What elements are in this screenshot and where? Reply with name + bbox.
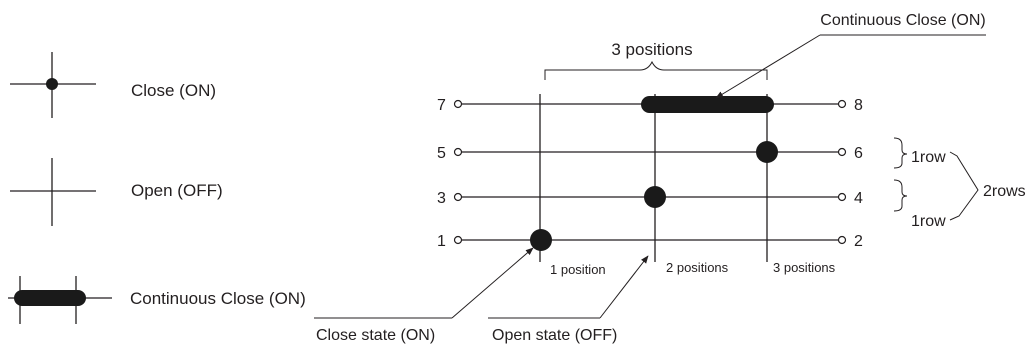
row-braces: 1row 1row 2rows	[893, 137, 1026, 230]
row-label-lower: 1row	[911, 213, 946, 230]
close-symbol-icon	[46, 78, 58, 90]
close-contact-dot	[530, 229, 552, 251]
open-state-annotation: Open state (OFF)	[488, 255, 649, 344]
terminal-circle	[453, 99, 463, 109]
terminal-label-6: 6	[854, 145, 863, 162]
terminal-circle	[837, 147, 847, 157]
legend-open: Open (OFF)	[10, 158, 223, 226]
positions-brace: 3 positions	[544, 40, 768, 80]
continuous-annotation: Continuous Close (ON)	[715, 12, 986, 99]
positions-title: 3 positions	[611, 40, 692, 59]
continuous-close-symbol-icon	[14, 290, 86, 306]
legend-open-label: Open (OFF)	[131, 181, 223, 200]
continuous-annotation-label: Continuous Close (ON)	[820, 12, 985, 29]
continuous-close-bar	[641, 96, 774, 113]
close-state-annotation: Close state (ON)	[314, 247, 534, 344]
close-contact-dot	[644, 186, 666, 208]
terminal-circle	[837, 235, 847, 245]
terminal-label-4: 4	[854, 190, 863, 207]
position-label-2: 2 positions	[666, 260, 729, 275]
position-lines	[539, 94, 768, 262]
terminal-label-3: 3	[437, 190, 446, 207]
open-state-label: Open state (OFF)	[492, 327, 617, 344]
right-terminals: 8 6 4 2	[837, 97, 863, 250]
rows-total-label: 2rows	[983, 183, 1026, 200]
close-state-label: Close state (ON)	[316, 327, 435, 344]
terminal-circle	[453, 235, 463, 245]
legend-close: Close (ON)	[10, 52, 216, 118]
terminal-circle	[837, 192, 847, 202]
legend-close-label: Close (ON)	[131, 81, 216, 100]
close-contact-dot	[756, 141, 778, 163]
row-label-upper: 1row	[911, 149, 946, 166]
terminal-label-2: 2	[854, 233, 863, 250]
terminal-circle	[453, 147, 463, 157]
terminal-circle	[453, 192, 463, 202]
position-label-3: 3 positions	[773, 260, 836, 275]
left-terminals: 7 5 3 1	[437, 97, 463, 250]
terminal-label-5: 5	[437, 145, 446, 162]
row-lines	[460, 103, 838, 241]
terminal-label-8: 8	[854, 97, 863, 114]
legend-continuous-label: Continuous Close (ON)	[130, 289, 306, 308]
terminal-label-1: 1	[437, 233, 446, 250]
position-label-1: 1 position	[550, 262, 606, 277]
terminal-circle	[837, 99, 847, 109]
terminal-label-7: 7	[437, 97, 446, 114]
legend-continuous: Continuous Close (ON)	[8, 276, 306, 324]
